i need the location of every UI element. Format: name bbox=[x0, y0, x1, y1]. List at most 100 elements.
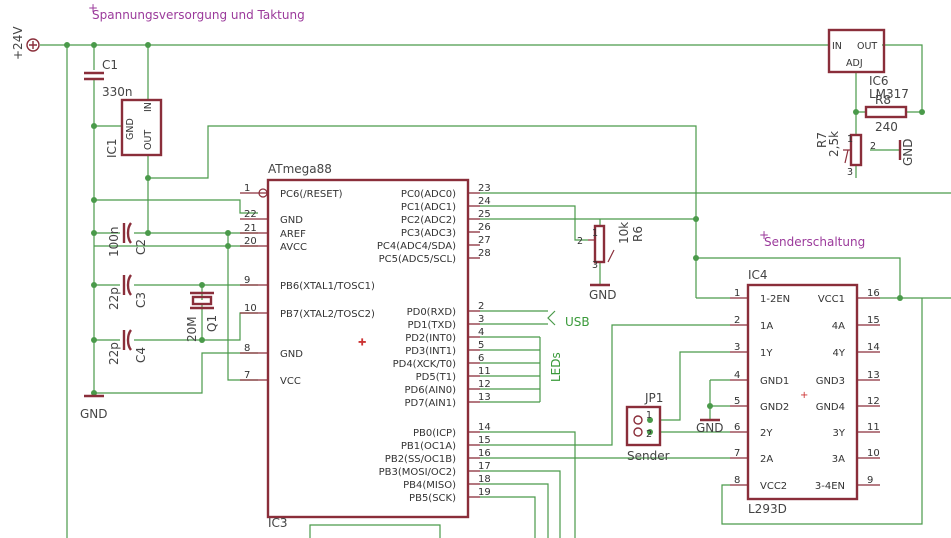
usb-bus[interactable]: USB bbox=[547, 310, 590, 329]
potentiometer-r6[interactable]: 1 2 3 10k R6 GND bbox=[577, 222, 645, 302]
mcu-pin-name: GND bbox=[280, 215, 303, 226]
driver-pin-name: GND4 bbox=[816, 402, 845, 413]
capacitor-c3[interactable]: 22p C3 bbox=[107, 274, 148, 310]
c4-value: 22p bbox=[107, 342, 121, 365]
capacitor-c1[interactable]: C1 330n bbox=[84, 58, 133, 99]
mcu-pin-name: PD2(INT0) bbox=[405, 333, 456, 344]
driver-pin-7[interactable]: 72A bbox=[730, 448, 773, 465]
ic1-pin-in: IN bbox=[143, 102, 154, 112]
svg-text:1: 1 bbox=[592, 228, 598, 239]
capacitor-c2[interactable]: 100n C2 bbox=[107, 222, 148, 257]
mcu-pin-number: 16 bbox=[478, 448, 491, 459]
svg-text:OUT: OUT bbox=[857, 41, 877, 52]
mcu-pin-name: PD1(TXD) bbox=[407, 320, 456, 331]
svg-text:GND: GND bbox=[696, 421, 724, 435]
mcu-pin-name: PD5(T1) bbox=[416, 372, 456, 383]
mcu-pin-number: 4 bbox=[478, 327, 484, 338]
capacitor-c4[interactable]: 22p C4 bbox=[107, 329, 148, 365]
mcu-pin-name: PC3(ADC3) bbox=[401, 228, 456, 239]
mcu-pin-number: 9 bbox=[244, 275, 250, 286]
driver-pin-number: 15 bbox=[867, 315, 880, 326]
supply-24v[interactable]: +24V bbox=[11, 26, 40, 60]
driver-pin-3[interactable]: 31Y bbox=[730, 342, 773, 359]
driver-pin-name: GND1 bbox=[760, 376, 789, 387]
mcu-pin-number: 22 bbox=[244, 209, 257, 220]
mcu-pin-number: 3 bbox=[478, 314, 484, 325]
r6-name: R6 bbox=[631, 226, 645, 242]
driver-pin-9[interactable]: 93-4EN bbox=[815, 475, 880, 492]
mcu-pin-name: PC5(ADC5/SCL) bbox=[379, 254, 456, 265]
driver-pin-6[interactable]: 62Y bbox=[730, 422, 773, 439]
mcu-pin-number: 21 bbox=[244, 223, 257, 234]
r6-value: 10k bbox=[617, 222, 631, 244]
regulator-ic6[interactable]: IN OUT ADJ IC6 LM317 bbox=[827, 28, 909, 101]
mcu-pin-number: 17 bbox=[478, 461, 491, 472]
resistor-r8[interactable]: R8 240 bbox=[864, 93, 908, 134]
driver-pin-2[interactable]: 21A bbox=[730, 315, 773, 332]
mcu-pin-name: PD4(XCK/T0) bbox=[393, 359, 456, 370]
mcu-pin-name: PB5(SCK) bbox=[409, 493, 456, 504]
c4-name: C4 bbox=[134, 347, 148, 363]
regulator-ic1[interactable]: IN GND OUT IC1 bbox=[105, 98, 163, 158]
driver-pin-1[interactable]: 11-2EN bbox=[730, 288, 790, 305]
jumper-jp1[interactable]: JP1 1 2 Sender bbox=[625, 391, 670, 463]
driver-pin-name: 1Y bbox=[760, 348, 773, 359]
potentiometer-r7[interactable]: 1 2 3 R7 2,5k GND bbox=[815, 131, 915, 178]
mcu-pin-name: PD6(AIN0) bbox=[404, 385, 456, 396]
section-cross-sender: + bbox=[759, 228, 769, 242]
crystal-q1[interactable]: 20M Q1 bbox=[185, 291, 219, 342]
led-bus[interactable]: LEDs bbox=[549, 352, 563, 382]
mcu-atmega88[interactable]: ATmega88 IC3 + 1PC6(/RESET)22GND21AREF20… bbox=[240, 162, 491, 530]
mcu-pin-name: PB7(XTAL2/TOSC2) bbox=[280, 309, 375, 320]
mcu-right-pins: 23PC0(ADC0)24PC1(ADC1)25PC2(ADC2)26PC3(A… bbox=[377, 183, 491, 504]
ic1-pin-out: OUT bbox=[143, 130, 154, 150]
driver-l293d[interactable]: IC4 L293D + 11-2EN21A31Y4GND15GND262Y72A… bbox=[730, 268, 880, 516]
mcu-pin-number: 10 bbox=[244, 303, 257, 314]
mcu-pin-name: PC0(ADC0) bbox=[401, 189, 456, 200]
mcu-pin-number: 8 bbox=[244, 343, 250, 354]
ic1-pin-gnd: GND bbox=[125, 118, 136, 140]
driver-pin-name: 3Y bbox=[833, 428, 846, 439]
driver-pin-number: 2 bbox=[734, 315, 740, 326]
svg-text:ADJ: ADJ bbox=[846, 58, 863, 69]
